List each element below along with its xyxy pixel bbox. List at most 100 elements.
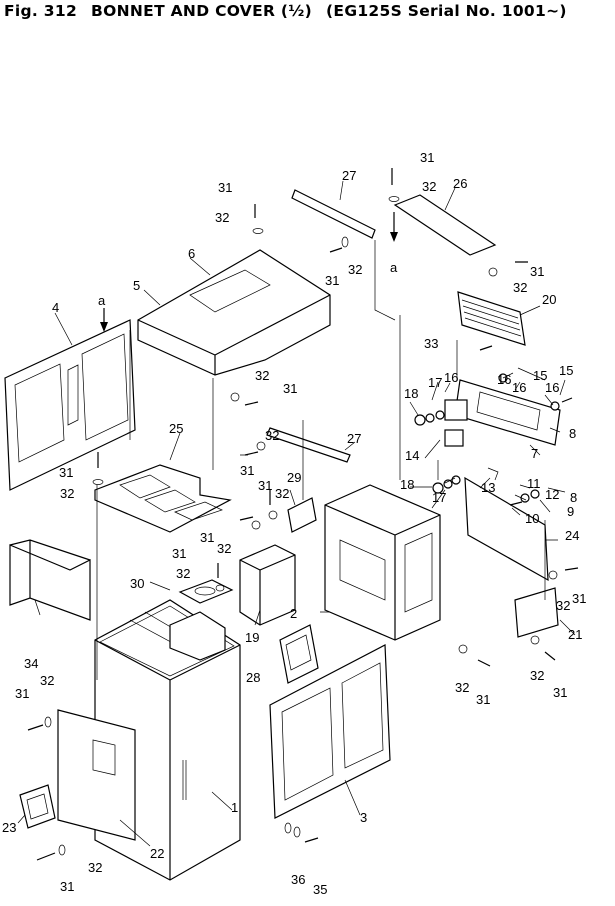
top-bonnet-5-6 <box>137 249 331 376</box>
callout-32: 32 <box>455 680 469 695</box>
callout-11: 11 <box>527 476 541 491</box>
arrow-mark-label: a <box>98 293 106 308</box>
part-28 <box>279 624 319 684</box>
figure-number: Fig. 312 <box>4 2 78 20</box>
callout-8: 8 <box>570 490 577 505</box>
small-components <box>414 373 560 503</box>
callout-31: 31 <box>200 530 214 545</box>
callout-17: 17 <box>432 490 446 505</box>
callout-16: 16 <box>512 380 526 395</box>
callout-23: 23 <box>2 820 16 835</box>
bar-27 <box>266 189 376 463</box>
callout-10: 10 <box>525 511 539 526</box>
frame-2 <box>324 484 441 641</box>
callout-32: 32 <box>275 486 289 501</box>
callout-32: 32 <box>348 262 362 277</box>
side-panel-22 <box>57 709 136 841</box>
callout-31: 31 <box>572 591 586 606</box>
callout-8: 8 <box>569 426 576 441</box>
callout-29: 29 <box>287 470 301 485</box>
callout-21: 21 <box>568 627 582 642</box>
callout-31: 31 <box>553 685 567 700</box>
callout-31: 31 <box>59 465 73 480</box>
callout-12: 12 <box>545 487 559 502</box>
cover-box-19 <box>239 544 296 626</box>
callout-15: 15 <box>559 363 573 378</box>
callout-33: 33 <box>424 336 438 351</box>
callout-6: 6 <box>188 246 195 261</box>
callout-19: 19 <box>245 630 259 645</box>
plate-26 <box>393 194 497 256</box>
callout-32: 32 <box>255 368 269 383</box>
arrow-marks <box>100 212 398 332</box>
callout-24: 24 <box>565 528 579 543</box>
callout-36: 36 <box>291 872 305 887</box>
callout-31: 31 <box>530 264 544 279</box>
callout-27: 27 <box>347 431 361 446</box>
callout-20: 20 <box>542 292 556 307</box>
part-29 <box>287 497 317 533</box>
callout-31: 31 <box>60 879 74 894</box>
callout-32: 32 <box>530 668 544 683</box>
fasteners <box>27 168 579 861</box>
callout-32: 32 <box>60 486 74 501</box>
duct-part-23 <box>19 784 56 829</box>
callout-15: 15 <box>533 368 547 383</box>
arrow-mark-label: a <box>390 260 398 275</box>
callout-31: 31 <box>172 546 186 561</box>
callout-22: 22 <box>150 846 164 861</box>
duct-part-33 <box>9 539 91 621</box>
callout-34: 34 <box>24 656 38 671</box>
grille-20 <box>457 291 526 346</box>
callout-16: 16 <box>545 380 559 395</box>
leader-lines <box>17 180 576 847</box>
callout-17: 17 <box>428 375 442 390</box>
callout-32: 32 <box>265 428 279 443</box>
callout-32: 32 <box>217 541 231 556</box>
panel-24 <box>464 476 549 582</box>
callout-26: 26 <box>453 176 467 191</box>
door-panel-4 <box>4 319 136 491</box>
callout-31: 31 <box>420 150 434 165</box>
callout-30: 30 <box>130 576 144 591</box>
callout-32: 32 <box>176 566 190 581</box>
callout-1: 1 <box>231 800 238 815</box>
callout-31: 31 <box>283 381 297 396</box>
callout-32: 32 <box>40 673 54 688</box>
callout-32: 32 <box>215 210 229 225</box>
callout-18: 18 <box>400 477 414 492</box>
bonnet-fittings <box>169 579 234 661</box>
callout-31: 31 <box>15 686 29 701</box>
callout-16: 16 <box>497 372 511 387</box>
callout-3: 3 <box>360 810 367 825</box>
callout-27: 27 <box>342 168 356 183</box>
panel-21 <box>514 587 559 638</box>
callout-18: 18 <box>404 386 418 401</box>
figure-title: Fig. 312 BONNET AND COVER (½) (EG125S Seri… <box>4 2 581 20</box>
callout-31: 31 <box>218 180 232 195</box>
serial-note: (EG125S Serial No. 1001~) <box>326 2 567 20</box>
top-cover-25 <box>94 464 232 533</box>
callout-31: 31 <box>476 692 490 707</box>
callout-31: 31 <box>240 463 254 478</box>
callout-32: 32 <box>556 598 570 613</box>
callout-32: 32 <box>88 860 102 875</box>
callout-35: 35 <box>313 882 327 897</box>
callout-25: 25 <box>169 421 183 436</box>
callout-4: 4 <box>52 300 59 315</box>
callout-13: 13 <box>481 480 495 495</box>
callout-28: 28 <box>246 670 260 685</box>
callout-7: 7 <box>531 446 538 461</box>
callout-32: 32 <box>513 280 527 295</box>
alignment-lines <box>96 240 546 680</box>
door-panel-3 <box>269 644 391 819</box>
callout-5: 5 <box>133 278 140 293</box>
callout-32: 32 <box>422 179 436 194</box>
callout-31: 31 <box>258 478 272 493</box>
figure-caption: BONNET AND COVER (½) <box>91 2 313 20</box>
callout-31: 31 <box>325 273 339 288</box>
callout-14: 14 <box>405 448 419 463</box>
callout-16: 16 <box>444 370 458 385</box>
callout-9: 9 <box>567 504 574 519</box>
